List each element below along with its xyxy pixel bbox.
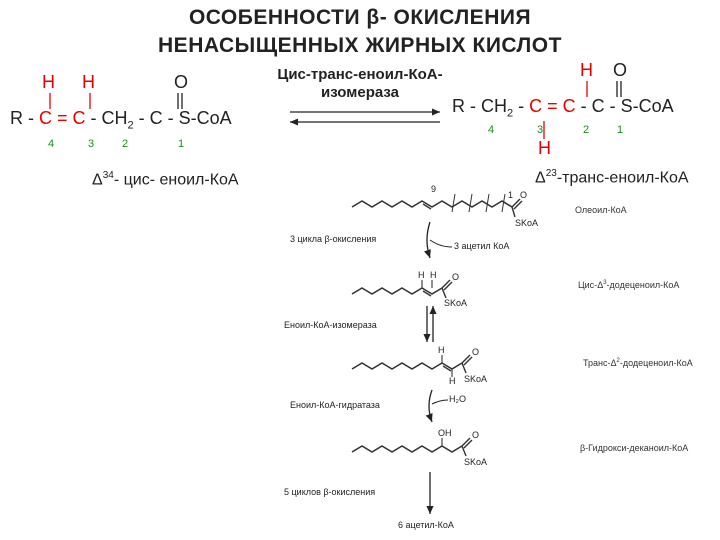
right-formula-mid: - [513,96,530,116]
product-6-acetyl-coa: 6 ацетил-КоА [398,520,454,530]
left-formula-tail: - C - S-CoA [133,108,232,128]
right-h-atom-bottom: H [538,138,551,158]
oleoyl-skoa-label: SKoA [515,218,539,228]
hydroxy-skoa-label: SKoA [464,457,488,467]
right-formula-prefix: R - CH [452,96,507,116]
left-carbon-number-3: 3 [88,138,95,150]
step-label-5-cycles: 5 циклов β-окисления [284,487,376,497]
left-formula-r: R - [10,108,39,128]
hydroxy-co-bond [461,437,471,447]
right-caption-rest: -транс-еноил-КоА [556,169,689,187]
compound-trans-prefix: Транс- [583,358,611,368]
cis-h-label-1: H [418,270,425,280]
compound-cis-sup: 3 [603,280,607,286]
right-carbon-number-4: 4 [488,124,495,136]
hydroxy-chain [351,445,463,453]
hydroxy-cs-bond [461,445,467,457]
compound-trans-rest: -додеценоил-КоА [619,358,693,368]
cis-o-label: O [452,272,460,282]
compound-cis-rest: -додеценоил-КоА [606,280,680,290]
oleoyl-position-1: 1 [508,190,514,200]
compound-cis-dodecenoyl: Цис-Δ3-додеценоил-КоА [578,280,679,290]
trans-co-bond [461,354,471,364]
trans-double-bond [442,365,452,372]
left-h-atom-2: H [82,72,95,92]
hydroxy-oh-label: OH [438,428,452,438]
oleoyl-co-bond-2 [513,200,523,210]
compound-trans-delta: Δ [610,358,617,368]
right-caption-delta: Δ [535,169,546,187]
step-label-hydratase: Еноил-КоА-гидратаза [290,400,380,410]
trans-skoa-label: SKoA [464,374,488,384]
left-h-atom-1: H [42,72,55,92]
left-carbon-number-2: 2 [122,138,129,150]
trans-o-label: O [472,347,480,357]
right-carbon-number-3: 3 [537,124,544,136]
oleoyl-co-bond [511,198,521,208]
left-caption-sup: 34 [102,170,114,181]
trans-chain [351,362,463,370]
cis-co-bond [441,279,451,289]
hydroxy-o-label: O [472,430,480,440]
cis-skoa-label: SKoA [444,298,468,308]
compound-hydroxy-decanoyl: β-Гидрокси-деканоил-КоА [580,443,689,453]
compound-trans-sup: 2 [616,358,620,364]
step-label-isomerase: Еноил-КоА-изомераза [284,320,377,330]
right-caption: Δ23-транс-еноил-КоА [535,168,689,187]
oleoyl-chain [351,200,513,208]
right-h-atom-top: H [580,60,593,80]
title-line-2: НЕНАСЫЩЕННЫХ ЖИРНЫХ КИСЛОТ [158,34,562,57]
compound-cis-delta: Δ [597,280,604,290]
compound-cis-prefix: Цис- [578,280,598,290]
cis-cs-bond [441,287,447,299]
right-formula: R - CH2 - C = C - C - S-CoA [452,96,674,120]
arrow-branch-1 [429,239,453,248]
left-caption-rest: - цис- еноил-КоА [113,171,239,189]
left-formula-ch: - CH [85,108,128,128]
trans-cs-bond [461,362,467,374]
isomerase-label: Цис-транс-еноил-КоА- изомераза [240,66,480,102]
hydroxy-co-bond-2 [463,439,473,449]
left-o-atom: O [174,72,189,92]
compound-trans-dodecenoyl: Транс-Δ2-додеценоил-КоА [583,358,693,368]
oleoyl-o-label: O [520,190,528,200]
right-caption-sup: 23 [545,168,557,179]
left-formula: R - C = C - CH2 - C - S-CoA [10,108,232,132]
left-formula-double-bond: C = C [39,108,86,128]
right-carbon-number-1: 1 [617,124,624,136]
cis-co-bond-2 [443,281,453,291]
right-formula-sub: 2 [507,107,514,120]
right-formula-double-bond: C = C [529,96,576,116]
cis-chain [351,287,443,295]
left-carbon-number-4: 4 [48,138,55,150]
oleoyl-cleavage-marks [451,193,506,213]
compound-oleoyl-coa: Олеоил-КоА [575,205,627,215]
isomerase-label-line-1: Цис-транс-еноил-КоА- [277,66,443,83]
right-o-atom: O [613,60,628,80]
left-caption: Δ34- цис- еноил-КоА [92,170,239,189]
step-label-3-cycles: 3 цикла β-окисления [290,234,377,244]
title-line-1: ОСОБЕННОСТИ β- ОКИСЛЕНИЯ [188,6,532,29]
arrow-step-1 [423,221,431,259]
oleoyl-cs-bond [511,206,516,218]
product-3-acetyl-coa: 3 ацетил КоА [454,241,510,251]
cis-double-bond [422,290,432,297]
arrow-hydratase [425,389,433,423]
right-carbon-number-2: 2 [583,124,590,136]
trans-h-label-top: H [438,345,445,355]
trans-co-bond-2 [463,356,473,366]
cis-h-label-2: H [430,270,437,280]
isomerase-label-line-2: изомераза [321,84,399,101]
right-formula-tail: - C - S-CoA [575,96,674,116]
oleoyl-double-bond [422,203,432,210]
left-formula-sub: 2 [127,119,134,132]
oleoyl-position-9: 9 [431,184,437,194]
trans-h-label-bottom: H [449,376,456,386]
left-caption-delta: Δ [92,171,103,189]
left-carbon-number-1: 1 [178,138,185,150]
arrow-branch-water [431,399,449,405]
product-water: H₂O [449,394,466,404]
